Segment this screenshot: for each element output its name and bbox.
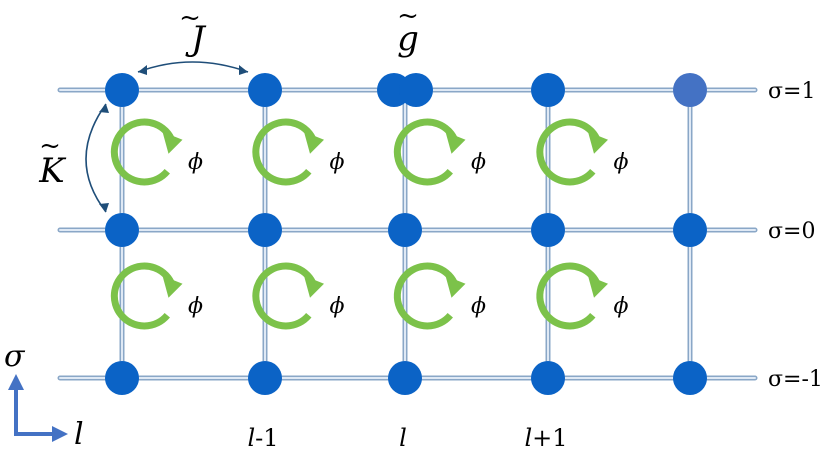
k-arc-head-bottom — [99, 203, 109, 212]
flux-ring-r0-c1 — [252, 118, 318, 186]
flux-ring-r0-c0 — [110, 118, 176, 186]
column-label-2-symbol: l — [399, 424, 407, 452]
flux-label-r0-c3: ϕ — [614, 150, 629, 175]
horizontal-axis-label: l — [74, 417, 84, 452]
column-label-1-symbol: l — [247, 424, 255, 452]
k-coupling-label: K — [38, 151, 67, 191]
flux-rings: ϕ ϕ ϕ ϕ ϕ ϕ ϕ ϕ — [110, 118, 629, 330]
flux-ring-r1-c2-arrowhead — [445, 275, 466, 298]
j-coupling-label: J — [185, 19, 207, 59]
site-r0-c3 — [531, 73, 565, 107]
site-r1-c4 — [673, 213, 707, 247]
flux-ring-r1-c1 — [252, 262, 318, 330]
flux-label-r0-c1: ϕ — [330, 150, 345, 175]
vertical-axis-head — [8, 374, 24, 390]
flux-label-r0-c0: ϕ — [188, 150, 203, 175]
flux-label-r1-c1: ϕ — [330, 294, 345, 319]
site-r2-c4 — [673, 361, 707, 395]
flux-ring-r1-c3-arrowhead — [588, 275, 608, 298]
flux-ring-r1-c0-arrowhead — [162, 275, 183, 298]
flux-ring-r0-c2 — [393, 118, 459, 186]
row-label-1: σ=0 — [768, 219, 815, 244]
site-r1-c2 — [388, 213, 422, 247]
row-labels: σ=1 σ=0 σ=-1 — [768, 79, 823, 392]
flux-ring-r1-c3 — [536, 262, 602, 330]
j-coupling-arc — [137, 61, 249, 73]
site-r1-c0 — [105, 213, 139, 247]
flux-label-r1-c2: ϕ — [471, 294, 486, 319]
flux-label-r1-c3: ϕ — [614, 294, 629, 319]
flux-ring-r1-c1-arrowhead — [304, 275, 324, 298]
horizontal-axis-head — [52, 426, 68, 442]
site-r0-c2-b — [399, 73, 433, 107]
column-label-3: l+1 — [524, 424, 567, 452]
g-coupling-label: g — [397, 19, 419, 59]
flux-ring-r1-c0 — [110, 262, 176, 330]
flux-ring-r0-c3 — [536, 118, 602, 186]
flux-label-r0-c2: ϕ — [471, 150, 486, 175]
row-label-2: σ=-1 — [768, 367, 823, 392]
flux-ring-r0-c2-arrowhead — [445, 131, 466, 154]
k-arc-head-top — [99, 104, 109, 113]
site-r2-c0 — [105, 361, 139, 395]
k-coupling-tilde: ~ — [39, 131, 61, 161]
column-label-2: l — [399, 424, 407, 452]
flux-ring-r0-c1-arrowhead — [304, 131, 324, 154]
site-r0-c4 — [673, 73, 707, 107]
site-r2-c2 — [388, 361, 422, 395]
column-label-1-offset: -1 — [255, 424, 278, 452]
lattice-sites — [105, 73, 707, 395]
site-r2-c3 — [531, 361, 565, 395]
j-coupling-tilde: ~ — [179, 3, 201, 33]
flux-ring-r1-c2 — [393, 262, 459, 330]
k-coupling-arc — [85, 103, 107, 213]
column-label-3-offset: +1 — [532, 424, 567, 452]
site-r1-c1 — [248, 213, 282, 247]
column-label-1: l-1 — [247, 424, 278, 452]
flux-label-r1-c0: ϕ — [188, 294, 203, 319]
site-r0-c1 — [248, 73, 282, 107]
vertical-axis-label: σ — [4, 339, 26, 374]
site-r2-c1 — [248, 361, 282, 395]
flux-ring-r0-c0-arrowhead — [162, 131, 183, 154]
flux-ring-r0-c3-arrowhead — [588, 131, 608, 154]
row-label-0: σ=1 — [768, 79, 815, 104]
g-coupling-tilde: ~ — [397, 1, 419, 31]
j-arc-head-left — [138, 65, 147, 75]
site-r0-c0 — [105, 73, 139, 107]
site-r1-c3 — [531, 213, 565, 247]
column-label-3-symbol: l — [524, 424, 532, 452]
j-arc-head-right — [239, 65, 248, 75]
